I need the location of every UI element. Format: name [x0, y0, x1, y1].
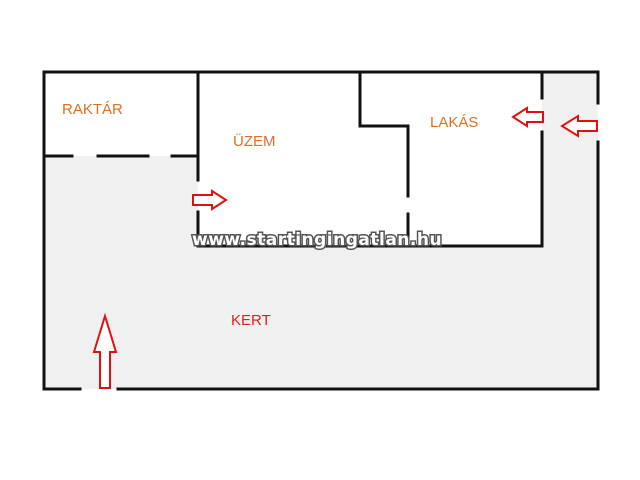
arrow-right-icon: [192, 189, 228, 211]
arrow-left-icon: [511, 106, 544, 128]
workshop-area: [198, 72, 542, 246]
arrow-up-icon: [92, 312, 118, 389]
label-storage: RAKTÁR: [62, 101, 123, 118]
label-apartment: LAKÁS: [430, 114, 478, 131]
storage-area: [44, 72, 198, 156]
label-workshop: ÜZEM: [233, 132, 276, 150]
label-garden: KERT: [231, 312, 271, 329]
arrow-left-icon: [560, 114, 598, 138]
walls: [42, 70, 600, 391]
watermark: www.startingingatlan.hu: [192, 230, 442, 250]
